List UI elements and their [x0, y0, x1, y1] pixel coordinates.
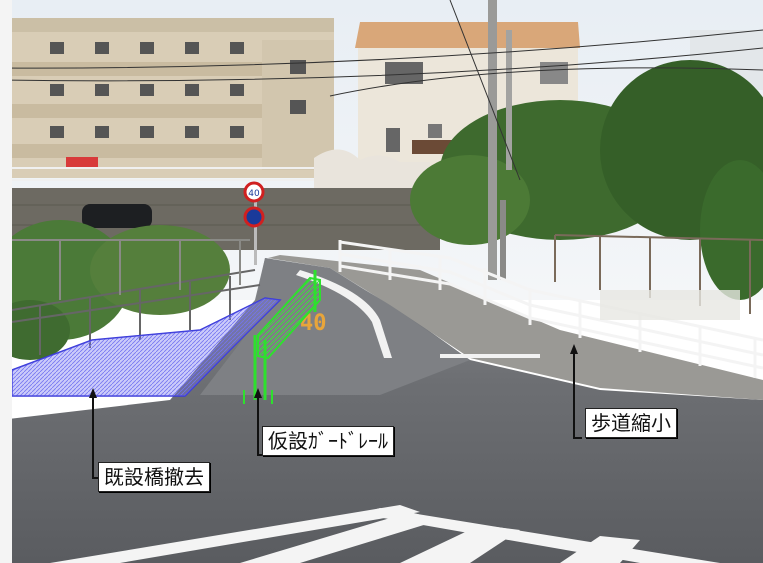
upper-fence: [12, 167, 314, 181]
sidewalk: [268, 255, 763, 400]
temporary-guardrail-marker: [243, 270, 321, 404]
sign-speed-number: 40: [248, 189, 260, 199]
label-sidewalk-reduction: 歩道縮小: [585, 408, 677, 438]
traffic-sign: 40: [243, 181, 265, 265]
utility-pole: [488, 0, 512, 280]
lane-markings: [50, 270, 720, 563]
label-temporary-guardrail: 仮設ｶﾞｰﾄﾞﾚｰﾙ: [262, 426, 394, 456]
power-lines: [0, 0, 763, 181]
wire-fence-left: [12, 239, 250, 300]
label-bridge-removal: 既設橋撤去: [98, 462, 210, 492]
parked-car: [82, 204, 152, 228]
apartment-building: [12, 18, 334, 178]
bridge-railing-left: [11, 269, 261, 355]
bridge-removal-area: [11, 297, 282, 397]
